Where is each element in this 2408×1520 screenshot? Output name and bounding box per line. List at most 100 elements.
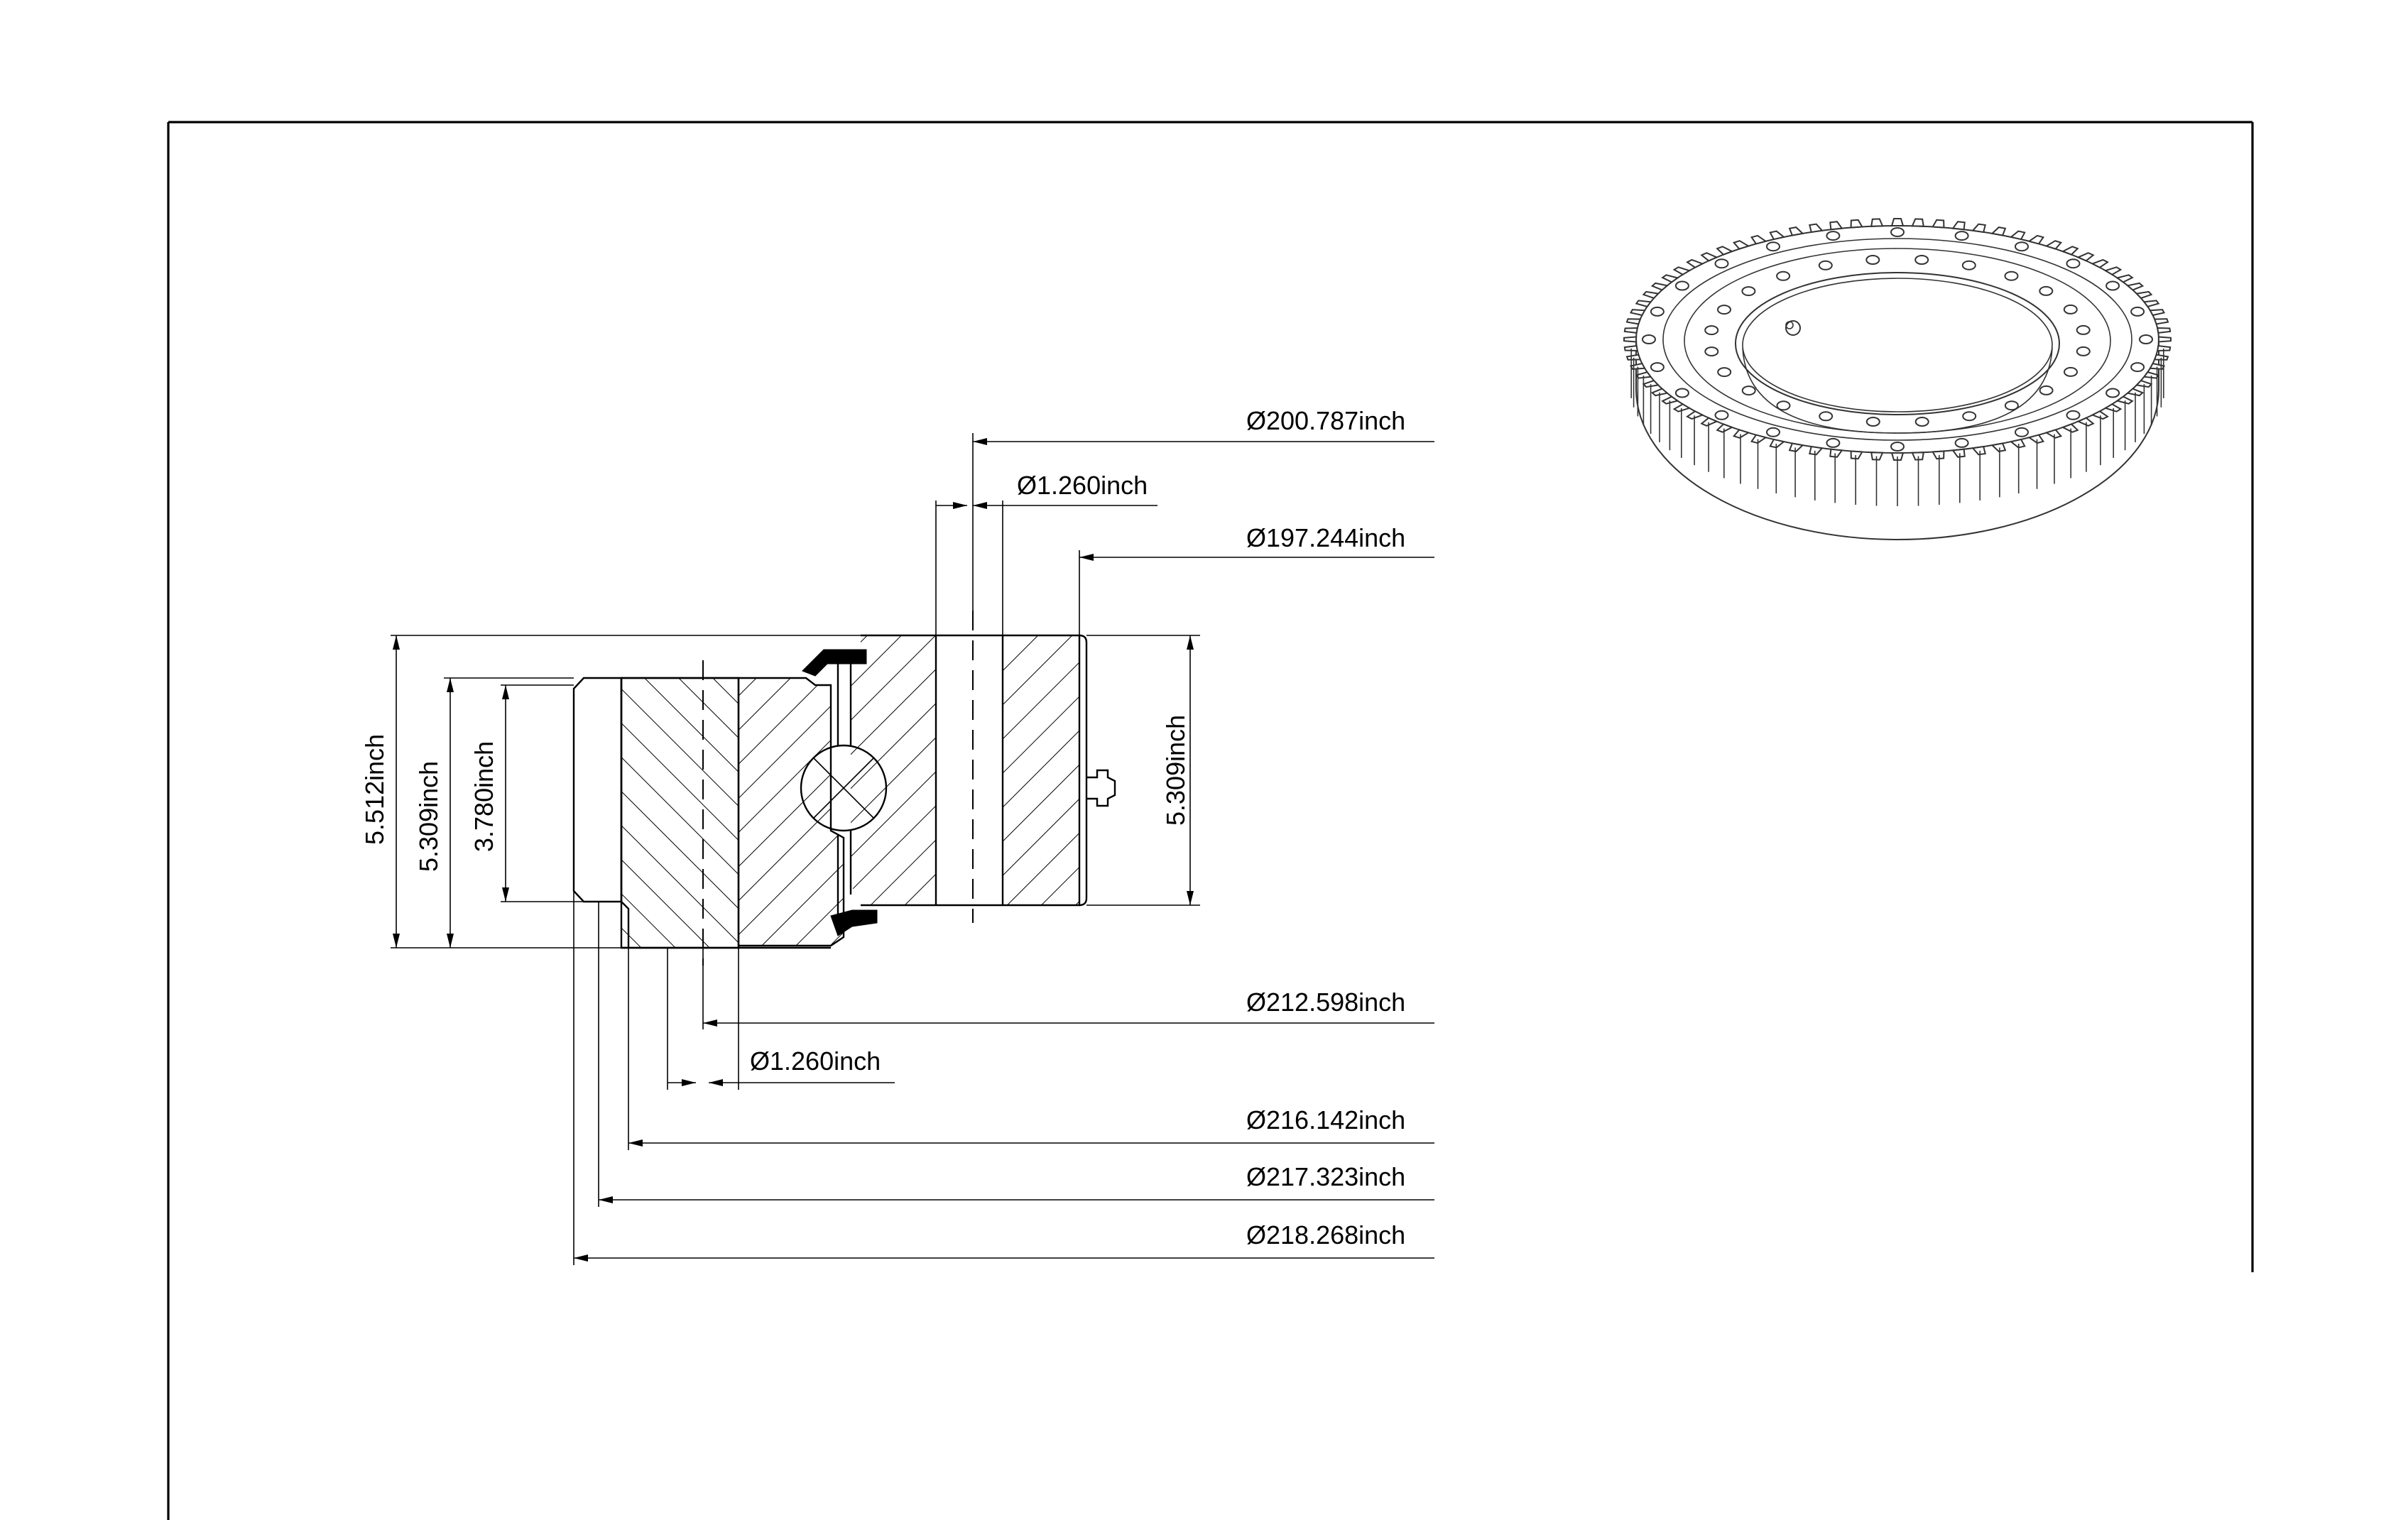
dim-label-200-787: Ø200.787inch	[1246, 406, 1405, 435]
gear-tooth	[1635, 300, 1652, 308]
gear-tooth	[1672, 266, 1691, 275]
gear-tooth	[1716, 423, 1734, 433]
gear-inner-bolt-hole	[1704, 346, 1719, 357]
gear-outer-bolt-hole	[1766, 241, 1780, 252]
dim-label-5-309-left: 5.309inch	[414, 761, 443, 872]
gear-outer-bolt-hole	[1674, 388, 1689, 398]
gear-tooth	[1732, 240, 1750, 250]
dim-label-212-598: Ø212.598inch	[1246, 988, 1405, 1017]
gear-inner-bolt-hole	[2039, 385, 2054, 395]
gear-inner-bolt-hole	[1776, 270, 1791, 281]
gear-inner-bolt-hole	[1914, 417, 1929, 427]
gear-tooth	[1625, 318, 1642, 325]
gear-outer-bolt-hole	[2139, 334, 2153, 344]
dim-label-3-780: 3.780inch	[469, 741, 499, 852]
gear-tooth	[1850, 219, 1863, 229]
gear-tooth	[1623, 344, 1639, 352]
gear-outer-bolt-hole	[1714, 258, 1729, 269]
gear-tooth	[1661, 274, 1679, 283]
gear-inner-bolt-hole	[2063, 304, 2078, 315]
gear-tooth	[1951, 448, 1966, 458]
gear-inner-bolt-hole	[1961, 260, 1976, 270]
gear-tooth	[2103, 403, 2123, 412]
gear-tooth	[1829, 221, 1843, 231]
gear-tooth	[1870, 218, 1884, 227]
gear-tooth	[2115, 395, 2134, 405]
gear-tooth	[1623, 327, 1639, 334]
gear-outer-bolt-hole	[1890, 442, 1905, 452]
gear-tooth	[2135, 290, 2153, 300]
gear-tooth	[2156, 327, 2172, 334]
dim-label-217-323: Ø217.323inch	[1246, 1162, 1405, 1191]
gear-tooth	[1890, 218, 1905, 227]
gear-tooth	[1932, 450, 1945, 460]
gear-tooth	[1672, 403, 1691, 412]
gear-tooth	[1932, 219, 1945, 229]
slewing-ring-gear-render	[1623, 218, 2172, 540]
gear-tooth	[2044, 240, 2063, 250]
gear-inner-bolt-hole	[1717, 305, 1731, 315]
gear-tooth	[1990, 226, 2007, 236]
gear-tooth	[2027, 234, 2045, 245]
gear-tooth	[1629, 309, 1646, 317]
gear-tooth	[1809, 445, 1824, 456]
gear-tooth	[2149, 309, 2166, 317]
gear-outer-bolt-hole	[2105, 280, 2120, 291]
gear-outer-bolt-hole	[1650, 306, 1665, 317]
gear-outer-bolt-hole	[2015, 241, 2029, 252]
gear-outer-bolt-hole	[1650, 362, 1665, 373]
gear-tooth	[2156, 344, 2172, 352]
gear-inner-bolt-hole	[1776, 400, 1791, 411]
gear-outer-bolt-hole	[2015, 427, 2029, 437]
gear-outer-bolt-hole	[2066, 258, 2081, 269]
gear-tooth	[1890, 452, 1905, 461]
gear-tooth	[1650, 282, 1669, 291]
gear-tooth	[2126, 388, 2145, 397]
gear-inner-bolt-hole	[2004, 400, 2019, 411]
gear-tooth	[2076, 417, 2095, 427]
gear-outer-bolt-hole	[2105, 388, 2120, 398]
gear-inner-bolt-hole	[1704, 325, 1719, 336]
gear-outer-bolt-hole	[2066, 410, 2081, 420]
gear-outer-bolt-hole	[1642, 334, 1656, 344]
gear-outer-bolt-hole	[2130, 362, 2145, 373]
gear-outer-bolt-hole	[2130, 306, 2145, 317]
gear-tooth	[1788, 226, 1804, 236]
gear-tooth	[1642, 290, 1660, 300]
gear-tooth	[2009, 230, 2026, 241]
dim-label-5-309-right: 5.309inch	[1161, 715, 1190, 826]
gear-tooth	[1971, 445, 1986, 456]
gear-outer-bolt-hole	[1826, 231, 1841, 241]
gear-inner-bolt-hole	[1962, 411, 1977, 422]
gear-tooth	[1750, 434, 1767, 444]
gear-tooth	[1911, 218, 1924, 227]
gear-inner-bolt-hole	[2064, 366, 2078, 377]
gear-inner-bolt-hole	[1865, 255, 1880, 265]
gear-outer-bolt-hole	[1766, 427, 1780, 437]
gear-tooth	[1788, 442, 1804, 452]
dim-label-197-244: Ø197.244inch	[1246, 523, 1405, 552]
gear-tooth	[2142, 371, 2160, 379]
dim-label-5-512: 5.512inch	[360, 734, 389, 845]
dim-label-216-142: Ø216.142inch	[1246, 1105, 1405, 1134]
gear-tooth	[2091, 410, 2109, 420]
dimension-lines	[391, 433, 1434, 1265]
gear-tooth	[2142, 300, 2160, 308]
gear-tooth	[1990, 442, 2007, 452]
gear-outer-bolt-hole	[1890, 227, 1905, 237]
gear-tooth	[2103, 266, 2123, 275]
dim-label-218-268: Ø218.268inch	[1246, 1220, 1405, 1250]
gear-tooth	[2126, 282, 2145, 291]
gear-inner-bolt-hole	[1717, 367, 1732, 378]
gear-tooth	[1769, 230, 1786, 241]
bearing-cross-section	[572, 611, 1116, 966]
gear-tooth	[1951, 221, 1966, 231]
dim-label-1-260-top: Ø1.260inch	[1017, 471, 1148, 500]
gear-outer-bolt-hole	[1954, 437, 1969, 448]
gear-tooth	[1623, 336, 1638, 343]
gear-outer-bolt-hole	[1714, 410, 1729, 420]
gear-inner-bolt-hole	[2076, 346, 2091, 356]
gear-tooth	[2061, 246, 2079, 256]
gear-tooth	[1686, 258, 1704, 268]
